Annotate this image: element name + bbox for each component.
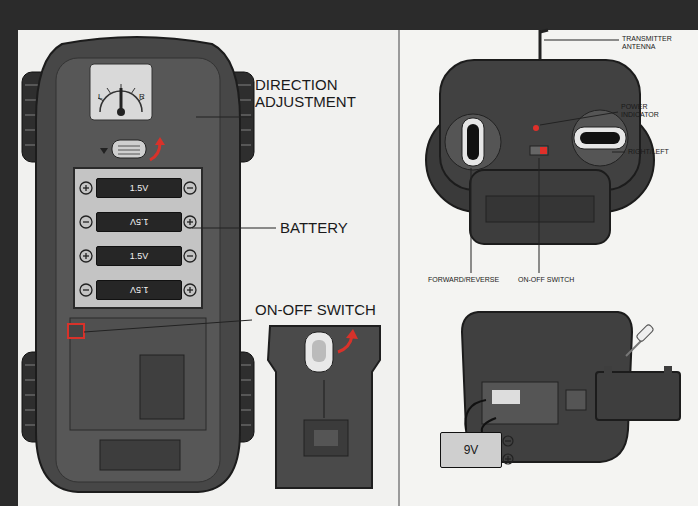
part-label: L [98,92,102,101]
part-label: BATTERY [280,219,348,236]
part-label: ON-OFF SWITCH [518,276,574,284]
battery-voltage: 1.5V [130,251,149,261]
part-label: TRANSMITTER ANTENNA [622,35,686,51]
battery-voltage: 1.5V [130,183,149,193]
part-label: POWER INDICATOR [621,103,671,119]
battery-cell: 1.5V [96,246,182,266]
part-label: R [139,92,145,101]
battery-voltage: 1.5V [130,217,149,227]
part-label: ON-OFF SWITCH [255,301,376,318]
battery-voltage: 9V [464,443,479,457]
battery-cell: 1.5V [96,178,182,198]
battery-cell: 1.5V [96,212,182,232]
part-label: RIGHT/LEFT [628,148,669,156]
battery-9v: 9V [440,432,502,468]
part-label: FORWARD/REVERSE [428,276,499,284]
battery-cell: 1.5V [96,280,182,300]
battery-voltage: 1.5V [130,285,149,295]
part-label: DIRECTION ADJUSTMENT [255,76,385,111]
